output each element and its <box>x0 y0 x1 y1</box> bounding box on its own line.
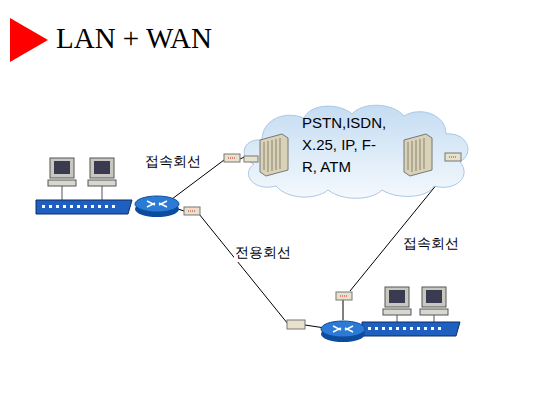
modem-icon <box>184 207 200 215</box>
hub-icon <box>362 322 460 336</box>
modem-icon <box>287 320 305 329</box>
cloud-shape <box>244 105 468 198</box>
computer-icon <box>48 158 76 200</box>
modem-icon <box>336 292 352 300</box>
network-types: PSTN,ISDN, X.25, IP, F-R, ATM <box>302 112 390 178</box>
line-label: 접속회선 <box>144 153 202 171</box>
left-lan <box>36 154 240 217</box>
bottom-lan <box>287 287 460 342</box>
line-label: 접속회선 <box>402 235 460 253</box>
router-icon <box>321 321 365 342</box>
computer-icon <box>88 158 116 200</box>
title-marker <box>10 18 48 62</box>
diagram-title: LAN + WAN <box>56 22 212 55</box>
router-icon <box>135 196 179 217</box>
hub-icon <box>36 200 132 214</box>
computer-icon <box>420 287 448 322</box>
line-label: 전용회선 <box>234 244 292 262</box>
computer-icon <box>383 287 411 322</box>
modem-icon <box>224 154 240 162</box>
network-cloud: PSTN,ISDN, X.25, IP, F-R, ATM <box>232 100 474 202</box>
